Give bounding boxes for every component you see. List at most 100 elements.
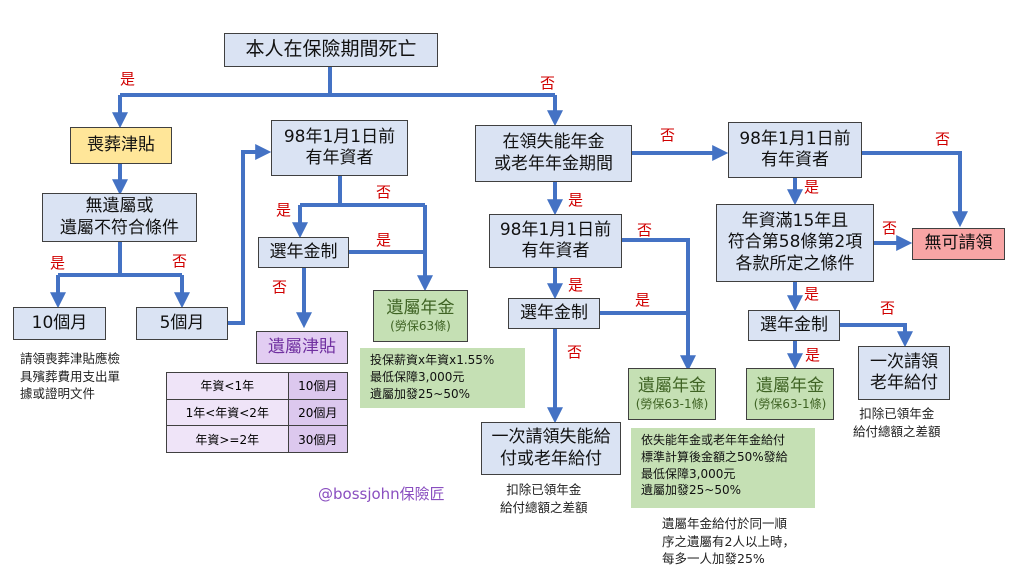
before98-box-2: 98年1月1日前有年資者 [489, 214, 622, 268]
pension-formula-note-1: 投保薪資x年資x1.55% 最低保障3,000元遺屬加發25~50% [360, 348, 525, 408]
not-eligible-label: 無可請領 [924, 233, 993, 254]
law-ref: (勞保63-1條) [635, 397, 709, 412]
before98-line1: 98年1月1日前 [739, 128, 851, 149]
lump-line1: 一次請領失能給 [491, 427, 611, 448]
ten-months-box: 10個月 [13, 307, 106, 340]
condition-15-years-box: 年資滿15年且符合第58條第2項各款所定之條件 [716, 204, 874, 282]
survivor-pension-label: 遺屬年金 [756, 375, 824, 396]
survivor-pension-label: 遺屬年金 [386, 297, 455, 318]
table-cell: 10個月 [287, 372, 349, 400]
not-eligible-box: 無可請領 [912, 228, 1005, 260]
before98-box-3: 98年1月1日前有年資者 [728, 122, 862, 178]
law-ref: (勞保63條) [390, 319, 451, 334]
no-label: 否 [637, 221, 653, 239]
yes-label: 是 [276, 201, 292, 219]
lump-line2: 付或老年給付 [500, 448, 602, 469]
no-label: 否 [567, 343, 583, 361]
note-line: 標準計算後金額之50%發給 [641, 449, 788, 464]
lump-sum-box-2: 一次請領老年給付 [858, 346, 950, 400]
survivor-pension-box-63-1b: 遺屬年金(勞保63-1條) [746, 368, 834, 420]
no-label: 否 [660, 126, 676, 144]
choose-label: 選年金制 [269, 241, 338, 262]
table-cell: 年資>=2年 [166, 425, 289, 453]
table-cell: 20個月 [287, 398, 349, 427]
note-line: 扣除已領年金 [859, 406, 935, 421]
no-heir-box: 無遺屬或遺屬不符合條件 [42, 193, 197, 242]
no-heir-line2: 遺屬不符合條件 [60, 217, 179, 238]
survivor-allowance-box: 遺屬津貼 [256, 331, 348, 364]
choose-pension-box-3: 選年金制 [748, 310, 840, 341]
receiving-pension-box: 在領失能年金或老年年金期間 [475, 125, 632, 182]
choose-pension-box-2: 選年金制 [508, 298, 600, 329]
yes-label: 是 [804, 178, 820, 196]
survivor-pension-label: 遺屬年金 [638, 375, 706, 396]
note-line: 請領喪葬津貼應檢 [20, 351, 121, 366]
yes-label: 是 [376, 231, 392, 249]
receiving-line1: 在領失能年金 [502, 132, 605, 153]
note-line: 給付總額之差額 [853, 423, 941, 439]
lump-note-2: 扣除已領年金給付總額之差額 [853, 405, 941, 440]
note-line: 據或證明文件 [20, 386, 96, 401]
five-months-label: 5個月 [159, 312, 205, 333]
no-label: 否 [935, 130, 951, 148]
note-line: 遺屬年金給付於同一順 [662, 516, 788, 531]
no-label: 否 [540, 74, 556, 92]
note-line: 最低保障3,000元 [370, 369, 465, 384]
before98-line2: 有年資者 [521, 241, 590, 261]
lump-note-1: 扣除已領年金給付總額之差額 [500, 481, 588, 516]
pension-formula-note-2: 依失能年金或老年年金給付標準計算後金額之50%發給最低保障3,000元遺屬加發2… [631, 428, 815, 508]
yes-label: 是 [568, 191, 584, 209]
survivor-pension-box-63-1a: 遺屬年金(勞保63-1條) [628, 368, 716, 420]
cond-line: 符合第58條第2項 [727, 232, 863, 253]
note-line: 具殯葬費用支出單 [20, 368, 121, 384]
before98-line2: 有年資者 [305, 148, 374, 168]
cond-line: 年資滿15年且 [741, 211, 849, 232]
table-cell: 30個月 [287, 425, 349, 453]
ten-months-label: 10個月 [31, 312, 88, 333]
root-label: 本人在保險期間死亡 [245, 38, 417, 61]
note-line: 最低保障3,000元 [641, 466, 736, 481]
table-cell: 1年<年資<2年 [166, 398, 289, 427]
lump-sum-box-1: 一次請領失能給付或老年給付 [481, 422, 621, 475]
no-label: 否 [172, 252, 188, 270]
lump-line1: 一次請領 [870, 351, 938, 372]
choose-label: 選年金制 [760, 314, 828, 335]
before98-line1: 98年1月1日前 [283, 126, 396, 147]
note-line: 扣除已領年金 [506, 482, 582, 497]
table-cell: 年資<1年 [166, 372, 289, 400]
yes-label: 是 [120, 70, 136, 88]
root-box: 本人在保險期間死亡 [224, 33, 438, 67]
cond-line: 各款所定之條件 [735, 253, 855, 274]
law-ref: (勞保63-1條) [753, 397, 827, 412]
note-line: 遺屬加發25~50% [370, 386, 470, 401]
funeral-label: 喪葬津貼 [87, 134, 155, 155]
yes-label: 是 [50, 254, 66, 272]
note-line: 遺屬加發25~50% [641, 483, 741, 498]
note-line: 依失能年金或老年年金給付 [641, 433, 786, 447]
funeral-allowance-box: 喪葬津貼 [70, 127, 172, 164]
before98-line2: 有年資者 [761, 150, 829, 170]
choose-pension-box-1: 選年金制 [258, 237, 349, 268]
no-label: 否 [272, 278, 288, 296]
survivor-allowance-label: 遺屬津貼 [268, 336, 336, 357]
yes-label: 是 [805, 346, 821, 364]
survivor-pension-box-63: 遺屬年金(勞保63條) [373, 290, 468, 342]
five-months-box: 5個月 [136, 307, 228, 340]
extra-note: 遺屬年金給付於同一順序之遺屬有2人以上時，每多一人加發25% [662, 515, 795, 568]
note-line: 給付總額之差額 [500, 499, 588, 515]
note-line: 投保薪資x年資x1.55% [370, 353, 495, 367]
before98-box-1: 98年1月1日前有年資者 [271, 120, 408, 176]
yes-label: 是 [635, 291, 651, 309]
no-label: 否 [376, 183, 392, 201]
no-label: 否 [882, 219, 898, 237]
no-heir-line1: 無遺屬或 [85, 196, 154, 217]
lump-line2: 老年給付 [870, 373, 938, 393]
note-line: 每多一人加發25% [662, 551, 765, 566]
no-label: 否 [880, 299, 896, 317]
before98-line1: 98年1月1日前 [499, 219, 612, 240]
receiving-line2: 或老年年金期間 [494, 153, 613, 174]
